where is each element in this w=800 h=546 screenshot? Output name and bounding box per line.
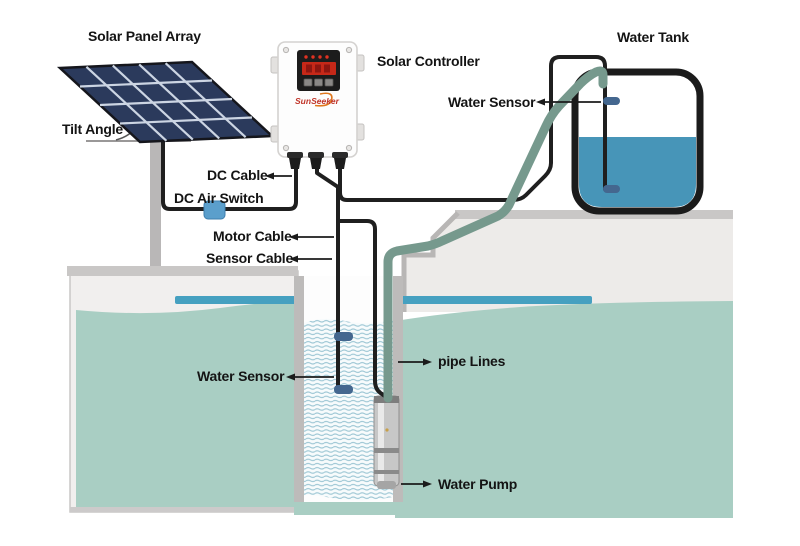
groundwater-right (395, 301, 733, 518)
dc-air-switch (203, 200, 226, 220)
label-water-tank: Water Tank (617, 29, 689, 45)
led-indicator (325, 55, 329, 59)
label-dc-cable: DC Cable (207, 167, 268, 183)
label-dc-air-switch: DC Air Switch (174, 190, 264, 206)
arrowhead (423, 480, 432, 488)
label-water-sensor-well: Water Sensor (197, 368, 285, 384)
pump-band (374, 448, 399, 453)
ground-right (395, 210, 733, 518)
arrowhead (289, 255, 298, 263)
label-tilt-angle: Tilt Angle (62, 121, 124, 137)
well-water-texture (304, 318, 393, 501)
well-sensor-top (334, 332, 353, 341)
motor-cable-line (336, 219, 388, 399)
arrowhead (289, 233, 298, 241)
panel-grid (60, 62, 272, 142)
pump-band (374, 470, 399, 474)
panel-mount-post (150, 136, 161, 274)
step-wall-outline (401, 211, 460, 312)
digit (324, 64, 330, 73)
logo-swoosh (314, 92, 333, 107)
gland (308, 152, 324, 158)
label-solar-controller: Solar Controller (377, 53, 480, 69)
led-indicator (318, 55, 322, 59)
arrowhead (286, 373, 295, 381)
label-water-sensor-tank: Water Sensor (448, 94, 536, 110)
screw (282, 46, 290, 54)
display-button (324, 78, 334, 87)
cable-glands (287, 152, 348, 169)
label-pipe-lines: pipe Lines (438, 353, 506, 369)
solar-panel (60, 62, 272, 142)
screw (345, 46, 353, 54)
gland (310, 158, 322, 169)
gland (334, 158, 346, 169)
groundwater-left (76, 301, 296, 507)
solar-controller-box: SunSeeker (270, 41, 365, 169)
well-casing-right (393, 276, 403, 502)
label-arrows (265, 98, 601, 488)
basin-bottom (70, 507, 298, 512)
label-water-pump: Water Pump (438, 476, 518, 492)
platform-cap (455, 210, 733, 219)
water-pump-body (373, 395, 400, 489)
display-button (314, 78, 323, 87)
digit (306, 64, 312, 73)
pump-indicator-dot (385, 428, 389, 432)
arrowhead (536, 98, 545, 106)
label-sensor-cable: Sensor Cable (206, 250, 294, 266)
well-casing-left (294, 276, 304, 502)
basin-cap (67, 266, 298, 276)
dc-cable-line (161, 137, 298, 211)
led-indicator (311, 55, 315, 59)
arrowhead (423, 358, 432, 366)
screw (345, 144, 353, 152)
cables (161, 55, 607, 399)
digit (315, 64, 321, 73)
gland (332, 152, 348, 158)
label-solar-panel-array: Solar Panel Array (88, 28, 201, 44)
tank-sensor-bottom (603, 185, 620, 193)
arrowhead (265, 172, 274, 180)
display-button (303, 78, 313, 87)
led-indicator (304, 55, 308, 59)
tank-sensor-top (603, 97, 620, 105)
water-sensors (334, 97, 620, 394)
pump-bottom-cap (377, 481, 396, 489)
gland (289, 158, 301, 169)
controller-display (297, 50, 340, 91)
groundwater-under-well (294, 502, 404, 515)
brand-text: SunSeeker (295, 96, 340, 106)
ground-right-upper (406, 215, 733, 312)
tank-water (579, 137, 696, 207)
pump-highlight (378, 399, 384, 483)
gland (287, 152, 303, 158)
water-tank (571, 68, 704, 215)
water-pipe (383, 66, 608, 403)
brand-logo: SunSeeker (295, 92, 340, 107)
ground-left (67, 266, 299, 513)
well-sensor-bottom (334, 385, 353, 394)
label-motor-cable: Motor Cable (213, 228, 292, 244)
screw (282, 144, 290, 152)
tank-sensor-cable-line (338, 55, 607, 202)
